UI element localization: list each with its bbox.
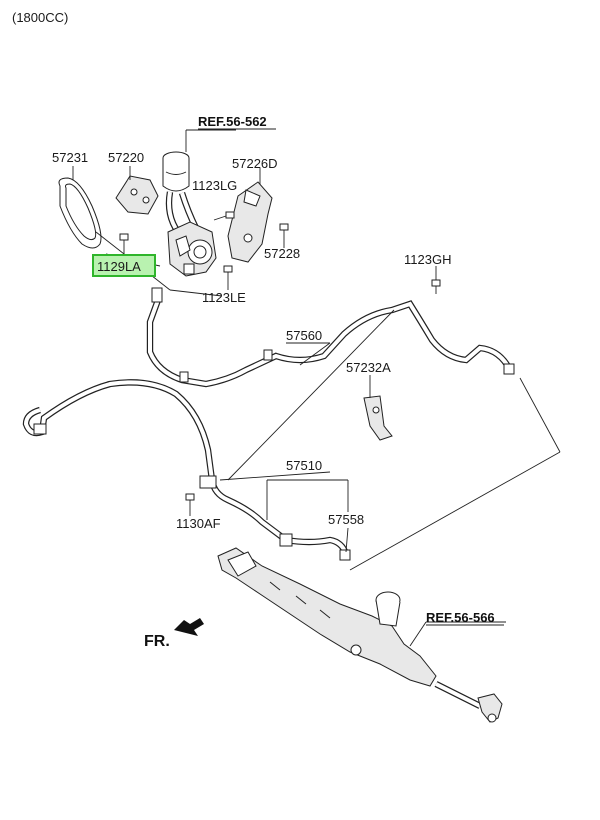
bolt-1123LE bbox=[223, 265, 233, 282]
part-label-57232A[interactable]: 57232A bbox=[346, 360, 391, 375]
highlight-box bbox=[92, 254, 156, 277]
bolt-1130AF bbox=[185, 493, 195, 508]
part-label-57228[interactable]: 57228 bbox=[264, 246, 300, 261]
tie-rod bbox=[434, 681, 503, 723]
steering-gear-box bbox=[217, 547, 437, 687]
pump-mount-bracket bbox=[227, 181, 273, 263]
power-steering-pump bbox=[167, 221, 217, 277]
return-hose bbox=[146, 287, 515, 388]
part-label-1123LE[interactable]: 1123LE bbox=[202, 290, 246, 305]
reservoir-tank bbox=[162, 151, 190, 192]
part-label-57510[interactable]: 57510 bbox=[286, 458, 322, 473]
part-label-1123LG[interactable]: 1123LG bbox=[192, 178, 237, 193]
drive-belt bbox=[58, 177, 102, 249]
part-label-57226D[interactable]: 57226D bbox=[232, 156, 278, 171]
bolt-57228 bbox=[279, 223, 289, 240]
ref-label-top[interactable]: REF.56-562 bbox=[198, 114, 267, 129]
ref-label-bottom[interactable]: REF.56-566 bbox=[426, 610, 495, 625]
part-label-57560[interactable]: 57560 bbox=[286, 328, 322, 343]
bolt-1123GH bbox=[431, 279, 441, 294]
pump-bracket bbox=[115, 175, 159, 215]
front-direction-label: FR. bbox=[144, 633, 170, 650]
engine-variant-label: (1800CC) bbox=[12, 10, 68, 25]
part-label-1123GH[interactable]: 1123GH bbox=[404, 252, 451, 267]
part-label-57558[interactable]: 57558 bbox=[328, 512, 364, 527]
bolt-1129LA bbox=[119, 233, 129, 256]
hose-clamp bbox=[363, 395, 393, 441]
part-label-1129LA-highlighted[interactable]: 1129LA bbox=[97, 259, 141, 274]
bolt-1123LG bbox=[213, 211, 235, 221]
part-label-57231[interactable]: 57231 bbox=[52, 150, 88, 165]
part-label-57220[interactable]: 57220 bbox=[108, 150, 144, 165]
pressure-hose bbox=[22, 379, 351, 561]
part-label-1130AF[interactable]: 1130AF bbox=[176, 516, 221, 531]
front-direction-arrow-icon bbox=[174, 618, 204, 636]
